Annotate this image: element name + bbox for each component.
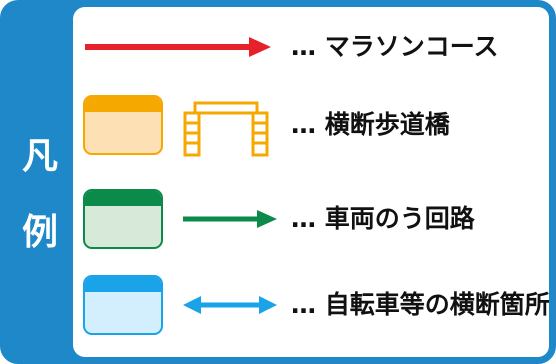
legend-title-char-2: 例 xyxy=(21,212,58,253)
double-arrow-icon xyxy=(183,296,277,314)
legend-row-footbridge: … 横断歩道橋 xyxy=(73,85,549,165)
detour-swatch xyxy=(83,189,163,249)
bicycle-crossing-swatch xyxy=(83,275,163,335)
legend-row-detour: … 車両のう回路 xyxy=(73,179,549,259)
green-arrow-icon xyxy=(183,210,277,228)
legend-row-bicycle-crossing: … 自転車等の横断箇所 xyxy=(73,265,549,345)
legend-label-marathon: … マラソンコース xyxy=(291,32,499,61)
legend-title-char-1: 凡 xyxy=(21,136,58,177)
legend-label-bicycle-crossing: … 自転車等の横断箇所 xyxy=(291,290,550,319)
legend-title-strip: 凡 例 xyxy=(7,7,73,357)
legend-row-marathon: … マラソンコース xyxy=(73,7,549,87)
legend-label-footbridge: … 横断歩道橋 xyxy=(291,110,450,139)
red-arrow-icon xyxy=(85,37,271,57)
footbridge-icon xyxy=(183,101,269,157)
footbridge-swatch xyxy=(83,95,163,155)
legend-panel: … マラソンコース … 横断歩道橋 xyxy=(73,7,549,357)
legend-label-detour: … 車両のう回路 xyxy=(291,204,475,233)
